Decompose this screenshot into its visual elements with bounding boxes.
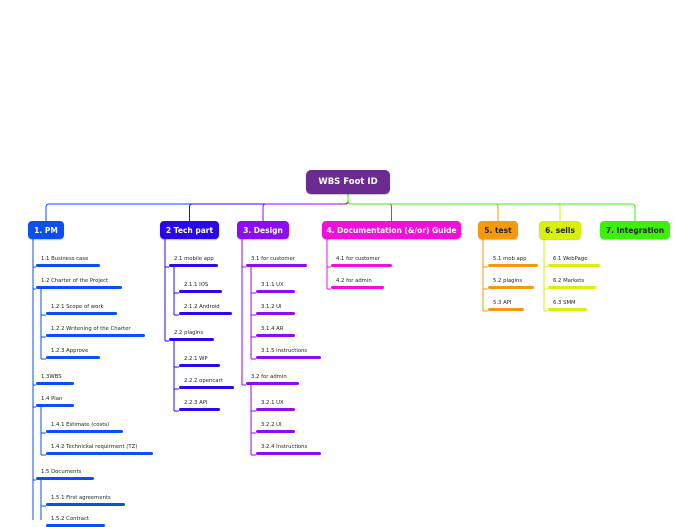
task-item[interactable]: 1.2 Charter of the Project xyxy=(36,277,122,289)
task-underline xyxy=(488,308,524,311)
task-underline xyxy=(256,334,295,337)
task-underline xyxy=(36,382,74,385)
task-item[interactable]: 3.1.4 AR xyxy=(256,325,295,337)
task-underline xyxy=(179,290,222,293)
task-underline xyxy=(246,264,307,267)
task-underline xyxy=(548,286,596,289)
task-underline xyxy=(169,264,218,267)
task-item[interactable]: 1.4.2 Technickal requirment (TZ) xyxy=(46,443,153,455)
task-item[interactable]: 2.1 mobile app xyxy=(169,255,218,267)
task-underline xyxy=(179,386,234,389)
task-underline xyxy=(548,264,600,267)
task-item[interactable]: 2.1.1 IOS xyxy=(179,281,222,293)
task-item[interactable]: 3.2.1 UX xyxy=(256,399,295,411)
branch-node-documentation[interactable]: 4. Documentation (&/or) Guide xyxy=(322,221,461,239)
task-underline xyxy=(256,452,321,455)
task-item[interactable]: 6.3 SMM xyxy=(548,299,587,311)
root-to-branch-connector xyxy=(347,194,499,221)
task-underline xyxy=(256,312,295,315)
task-item[interactable]: 3.1.1 UX xyxy=(256,281,295,293)
task-item[interactable]: 2.2.2 opencart xyxy=(179,377,234,389)
task-item[interactable]: 5.3 API xyxy=(488,299,524,311)
branch-label: 5. test xyxy=(484,225,512,235)
task-item[interactable]: 1.2.3 Approve xyxy=(46,347,100,359)
root-node-label: WBS Foot ID xyxy=(318,177,378,187)
task-item[interactable]: 3.1.5 instructions xyxy=(256,347,321,359)
root-to-branch-connector xyxy=(347,194,561,221)
branch-node-pm[interactable]: 1. PM xyxy=(28,221,64,239)
task-item[interactable]: 2.2.1 WP xyxy=(179,355,220,367)
task-underline xyxy=(36,404,74,407)
task-item[interactable]: 3.1 for customer xyxy=(246,255,307,267)
task-underline xyxy=(179,408,220,411)
task-item[interactable]: 3.2.4 Instructions xyxy=(256,443,321,455)
branch-label: 3. Design xyxy=(243,225,283,235)
task-underline xyxy=(46,312,117,315)
task-underline xyxy=(179,364,220,367)
task-underline xyxy=(169,338,214,341)
task-underline xyxy=(36,264,100,267)
task-item[interactable]: 4.2 for admin xyxy=(331,277,384,289)
task-underline xyxy=(488,286,534,289)
task-underline xyxy=(256,290,295,293)
task-item[interactable]: 1.3WBS xyxy=(36,373,74,385)
root-node[interactable]: WBS Foot ID xyxy=(306,170,390,194)
task-item[interactable]: 5.2 plagins xyxy=(488,277,534,289)
branch-node-tech-part[interactable]: 2 Tech part xyxy=(160,221,219,239)
branch-label: 7. Integration xyxy=(605,225,665,235)
task-underline xyxy=(246,382,299,385)
task-item[interactable]: 1.1 Business case xyxy=(36,255,100,267)
root-to-branch-connector xyxy=(347,194,636,221)
branch-label: 1. PM xyxy=(34,225,58,235)
task-underline xyxy=(256,430,295,433)
task-item[interactable]: 1.4.1 Estimate (costs) xyxy=(46,421,123,433)
branch-label: 4. Documentation (&/or) Guide xyxy=(326,225,457,235)
task-item[interactable]: 6.2 Markets xyxy=(548,277,596,289)
branch-node-sells[interactable]: 6. sells xyxy=(539,221,581,239)
root-to-branch-connector xyxy=(189,194,349,221)
task-underline xyxy=(256,356,321,359)
task-underline xyxy=(488,264,538,267)
task-item[interactable]: 5.1 mob app xyxy=(488,255,538,267)
task-underline xyxy=(36,286,122,289)
task-underline xyxy=(331,264,392,267)
task-item[interactable]: 4.1 for customer xyxy=(331,255,392,267)
task-item[interactable]: 6.1 WebPage xyxy=(548,255,600,267)
task-underline xyxy=(331,286,384,289)
root-to-branch-connector xyxy=(262,194,349,221)
branch-node-test[interactable]: 5. test xyxy=(478,221,518,239)
root-to-branch-connector xyxy=(347,194,392,221)
task-item[interactable]: 1.4 Plan xyxy=(36,395,74,407)
task-underline xyxy=(256,408,295,411)
task-underline xyxy=(46,356,100,359)
branch-label: 2 Tech part xyxy=(165,225,214,235)
task-item[interactable]: 3.2 for admin xyxy=(246,373,299,385)
task-item[interactable]: 1.5 Documents xyxy=(36,468,94,480)
task-item[interactable]: 1.2.1 Scope of work xyxy=(46,303,117,315)
task-underline xyxy=(179,312,232,315)
branch-node-design[interactable]: 3. Design xyxy=(237,221,289,239)
task-item[interactable]: 3.1.2 UI xyxy=(256,303,295,315)
task-item[interactable]: 2.1.2 Android xyxy=(179,303,232,315)
task-underline xyxy=(46,334,145,337)
branch-label: 6. sells xyxy=(545,225,575,235)
task-item[interactable]: 3.2.2 UI xyxy=(256,421,295,433)
branch-node-integration[interactable]: 7. Integration xyxy=(600,221,670,239)
task-underline xyxy=(46,430,123,433)
task-item[interactable]: 2.2.3 API xyxy=(179,399,220,411)
task-underline xyxy=(46,503,125,506)
task-item[interactable]: 1.5.2 Contract xyxy=(46,515,105,527)
task-item[interactable]: 1.2.2 Writening of the Charter xyxy=(46,325,145,337)
task-underline xyxy=(46,452,153,455)
root-to-branch-connector xyxy=(45,194,349,221)
task-underline xyxy=(36,477,94,480)
task-item[interactable]: 1.5.1 First agreements xyxy=(46,494,125,506)
task-item[interactable]: 2.2 plagins xyxy=(169,329,214,341)
task-underline xyxy=(548,308,587,311)
